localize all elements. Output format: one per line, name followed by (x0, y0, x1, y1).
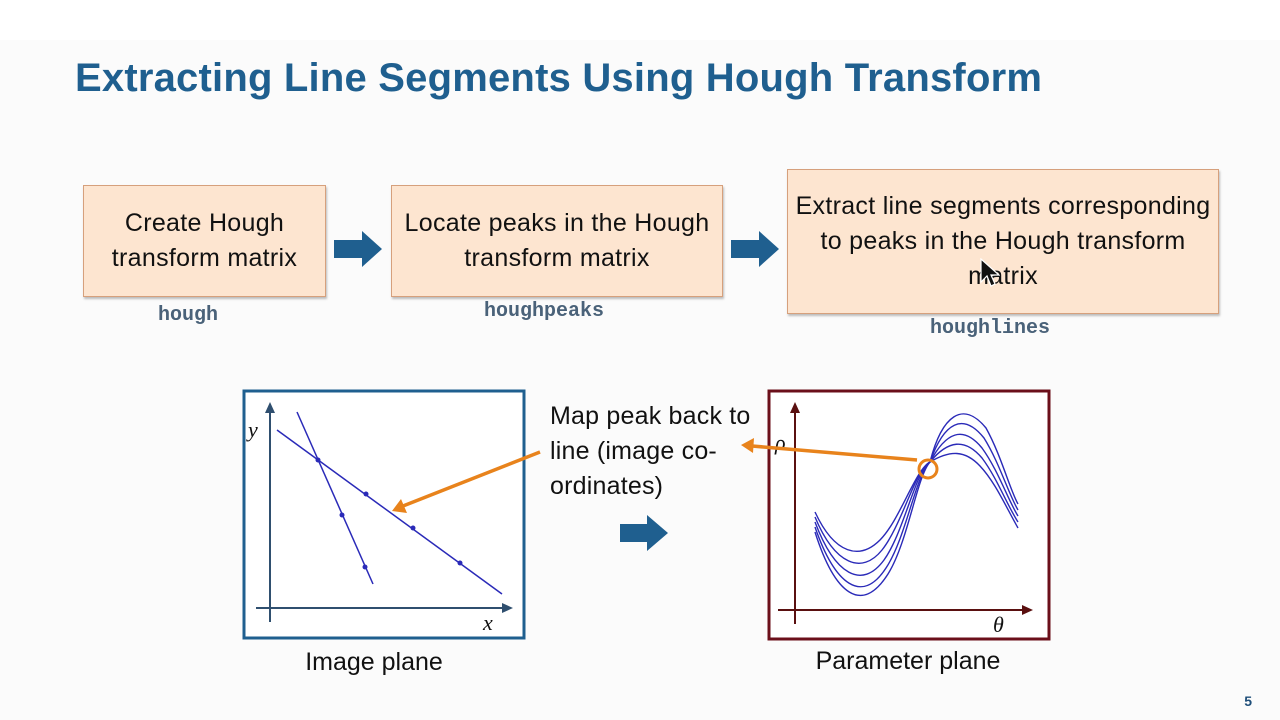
step-box-houghpeaks: Locate peaks in the Hough transform matr… (391, 185, 723, 297)
step-text-houghpeaks: Locate peaks in the Hough transform matr… (404, 209, 710, 272)
step-box-hough: Create Hough transform matrix (83, 185, 326, 297)
page-number: 5 (1244, 693, 1252, 709)
step-text-houghlines: Extract line segments corresponding to p… (795, 192, 1211, 290)
right-arrow-icon (620, 515, 668, 551)
image-plane-caption: Image plane (305, 648, 443, 676)
line-pointer-arrow (392, 450, 541, 513)
mapping-annotation: Map peak back to line (image co-ordinate… (550, 402, 751, 500)
step-text-hough: Create Hough transform matrix (111, 209, 298, 272)
image-plane-y-label: y (246, 417, 258, 442)
right-arrow-icon (334, 231, 382, 267)
peak-highlight-circle (917, 458, 939, 480)
step-box-houghlines: Extract line segments corresponding to p… (787, 169, 1219, 314)
function-label-houghlines: houghlines (930, 317, 1051, 340)
parameter-plane-theta-label: θ (993, 612, 1004, 637)
parameter-plane-rho-label: ρ (774, 430, 786, 455)
image-plane-x-label: x (482, 610, 493, 635)
slide-title: Extracting Line Segments Using Hough Tra… (75, 56, 1043, 100)
parameter-plane-caption: Parameter plane (815, 647, 1001, 675)
function-label-houghpeaks: houghpeaks (484, 300, 605, 323)
peak-mapping-arrow (741, 438, 918, 462)
mouse-pointer-icon (980, 257, 1001, 293)
image-plane-figure: y x (242, 389, 526, 640)
function-label-hough: hough (158, 304, 219, 327)
right-arrow-icon (731, 231, 779, 267)
slide-background (0, 40, 1280, 720)
parameter-plane-figure: ρ θ (767, 389, 1051, 641)
